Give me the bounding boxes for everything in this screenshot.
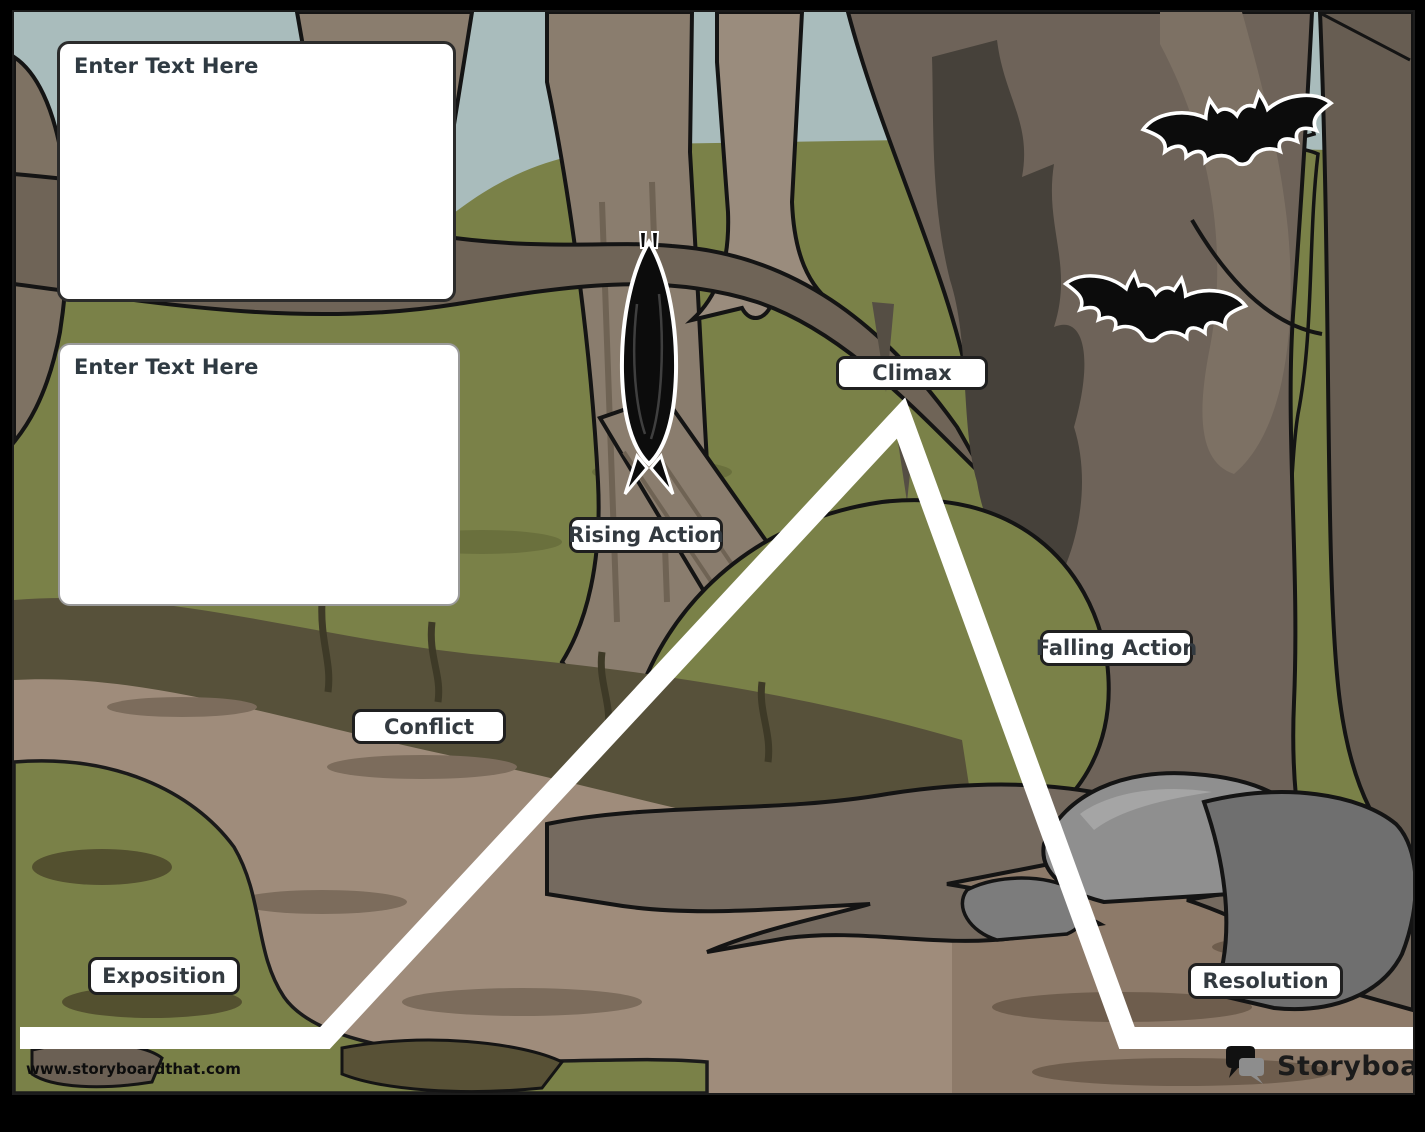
text-box-2[interactable]: Enter Text Here [58,343,460,606]
frame-left [0,0,12,1095]
label-conflict[interactable]: Conflict [352,709,506,744]
text-box-1[interactable]: Enter Text Here [57,41,456,302]
label-exposition[interactable]: Exposition [88,957,240,995]
frame-top [0,0,1425,10]
rock [1201,790,1413,1011]
hanging-bat-icon [619,231,679,495]
frame-right [1415,0,1425,1095]
watermark-url: www.storyboardthat.com [26,1060,241,1078]
frame-bottom-bar [0,1095,1425,1132]
speech-bubbles-icon [1226,1046,1264,1084]
storyboardthat-logo: StoryboardThat [1224,1046,1425,1084]
label-falling-action[interactable]: Falling Action [1036,630,1197,666]
label-resolution[interactable]: Resolution [1188,963,1343,999]
label-rising-action[interactable]: Rising Action [568,517,724,553]
tree-hollow [932,40,1085,607]
plot-line [20,397,1413,1049]
label-climax[interactable]: Climax [836,356,988,390]
logo-text-storyboard: Storyboard [1277,1050,1425,1082]
